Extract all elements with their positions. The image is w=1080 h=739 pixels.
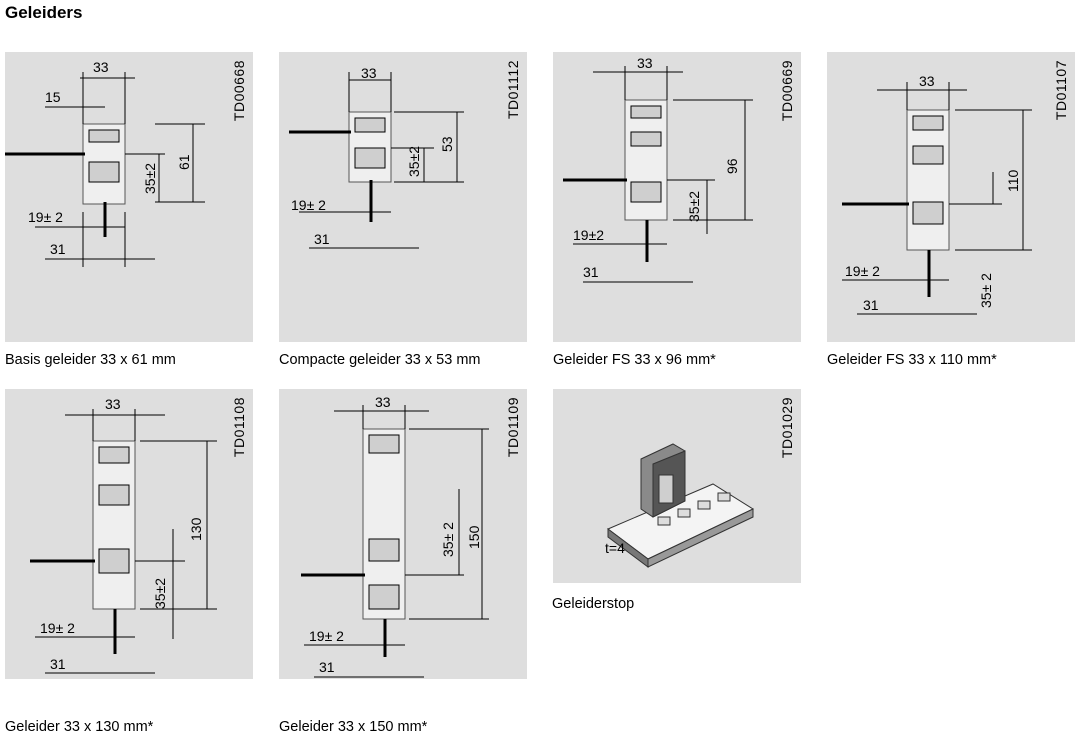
dim-height: 53 xyxy=(439,136,455,152)
dim-offset: 15 xyxy=(45,89,61,105)
dim-foot: 19±2 xyxy=(573,227,604,243)
dim-screw: 35±2 xyxy=(406,146,422,177)
profile-drawing: 33 110 19± 2 35± 2 31 xyxy=(842,73,1032,315)
profile-drawing: 33 35± 2 150 19± 2 31 xyxy=(301,394,489,678)
panel-caption: Compacte geleider 33 x 53 mm xyxy=(279,352,481,368)
dim-screw: 35± 2 xyxy=(440,522,456,557)
dim-foot: 19± 2 xyxy=(291,197,326,213)
dim-foot: 19± 2 xyxy=(28,209,63,225)
dim-foot: 19± 2 xyxy=(309,628,344,644)
panel-caption: Geleider FS 33 x 96 mm* xyxy=(553,352,716,368)
drawing-code: TD01029 xyxy=(779,397,795,459)
drawing-code: TD01112 xyxy=(505,60,521,120)
dim-height: 96 xyxy=(724,158,740,174)
diagram-panel-fs110: 33 110 19± 2 35± 2 31 TD01107 xyxy=(827,52,1075,342)
profile-drawing: 33 96 35±2 19±2 31 xyxy=(563,55,753,283)
dim-foot: 19± 2 xyxy=(845,263,880,279)
stop-drawing: t=4 xyxy=(605,443,755,568)
dim-width: 33 xyxy=(361,65,377,81)
dim-base: 31 xyxy=(319,659,335,675)
dim-base: 31 xyxy=(863,297,879,313)
thickness-label: t=4 xyxy=(605,540,625,556)
diagram-panel-stop: t=4 TD01029 xyxy=(553,389,801,583)
drawing-code: TD00668 xyxy=(231,60,247,122)
drawing-code: TD00669 xyxy=(779,60,795,122)
drawing-code: TD01108 xyxy=(231,397,247,458)
profile-drawing: 33 15 61 35±2 19± 2 31 xyxy=(5,59,205,267)
diagram-panel-150: 33 35± 2 150 19± 2 31 TD01109 xyxy=(279,389,527,679)
dim-foot: 19± 2 xyxy=(40,620,75,636)
drawing-code: TD01107 xyxy=(1053,60,1069,121)
dim-base: 31 xyxy=(50,241,66,257)
dim-base: 31 xyxy=(583,264,599,280)
dim-base: 31 xyxy=(50,656,66,672)
profile-drawing: 33 130 35±2 19± 2 31 xyxy=(30,396,217,674)
dim-height: 61 xyxy=(176,154,192,170)
panel-caption: Geleiderstop xyxy=(552,596,635,612)
drawing-code: TD01109 xyxy=(505,397,521,458)
panel-caption: Geleider 33 x 130 mm* xyxy=(5,719,154,735)
dim-screw: 35±2 xyxy=(142,163,158,194)
dim-screw: 35±2 xyxy=(686,191,702,222)
dim-height: 150 xyxy=(466,525,482,549)
panel-caption: Basis geleider 33 x 61 mm xyxy=(5,352,176,368)
dim-width: 33 xyxy=(919,73,935,89)
diagram-panel-fs96: 33 96 35±2 19±2 31 TD00669 xyxy=(553,52,801,342)
dim-width: 33 xyxy=(93,59,109,75)
dim-screw: 35±2 xyxy=(152,578,168,609)
dim-base: 31 xyxy=(314,231,330,247)
diagram-panel-130: 33 130 35±2 19± 2 31 TD01108 xyxy=(5,389,253,679)
dim-screw: 35± 2 xyxy=(978,273,994,308)
dim-width: 33 xyxy=(375,394,391,410)
dim-width: 33 xyxy=(105,396,121,412)
diagram-panel-compact: 33 53 35±2 19± 2 31 TD01112 xyxy=(279,52,527,342)
profile-drawing: 33 53 35±2 19± 2 31 xyxy=(289,65,464,249)
page-title: Geleiders xyxy=(5,3,83,22)
diagram-panel-basis: 33 15 61 35±2 19± 2 31 TD00668 xyxy=(5,52,253,342)
dim-height: 110 xyxy=(1005,169,1021,192)
panel-caption: Geleider 33 x 150 mm* xyxy=(279,719,428,735)
dim-width: 33 xyxy=(637,55,653,71)
dim-height: 130 xyxy=(188,517,204,541)
panel-caption: Geleider FS 33 x 110 mm* xyxy=(827,352,997,368)
